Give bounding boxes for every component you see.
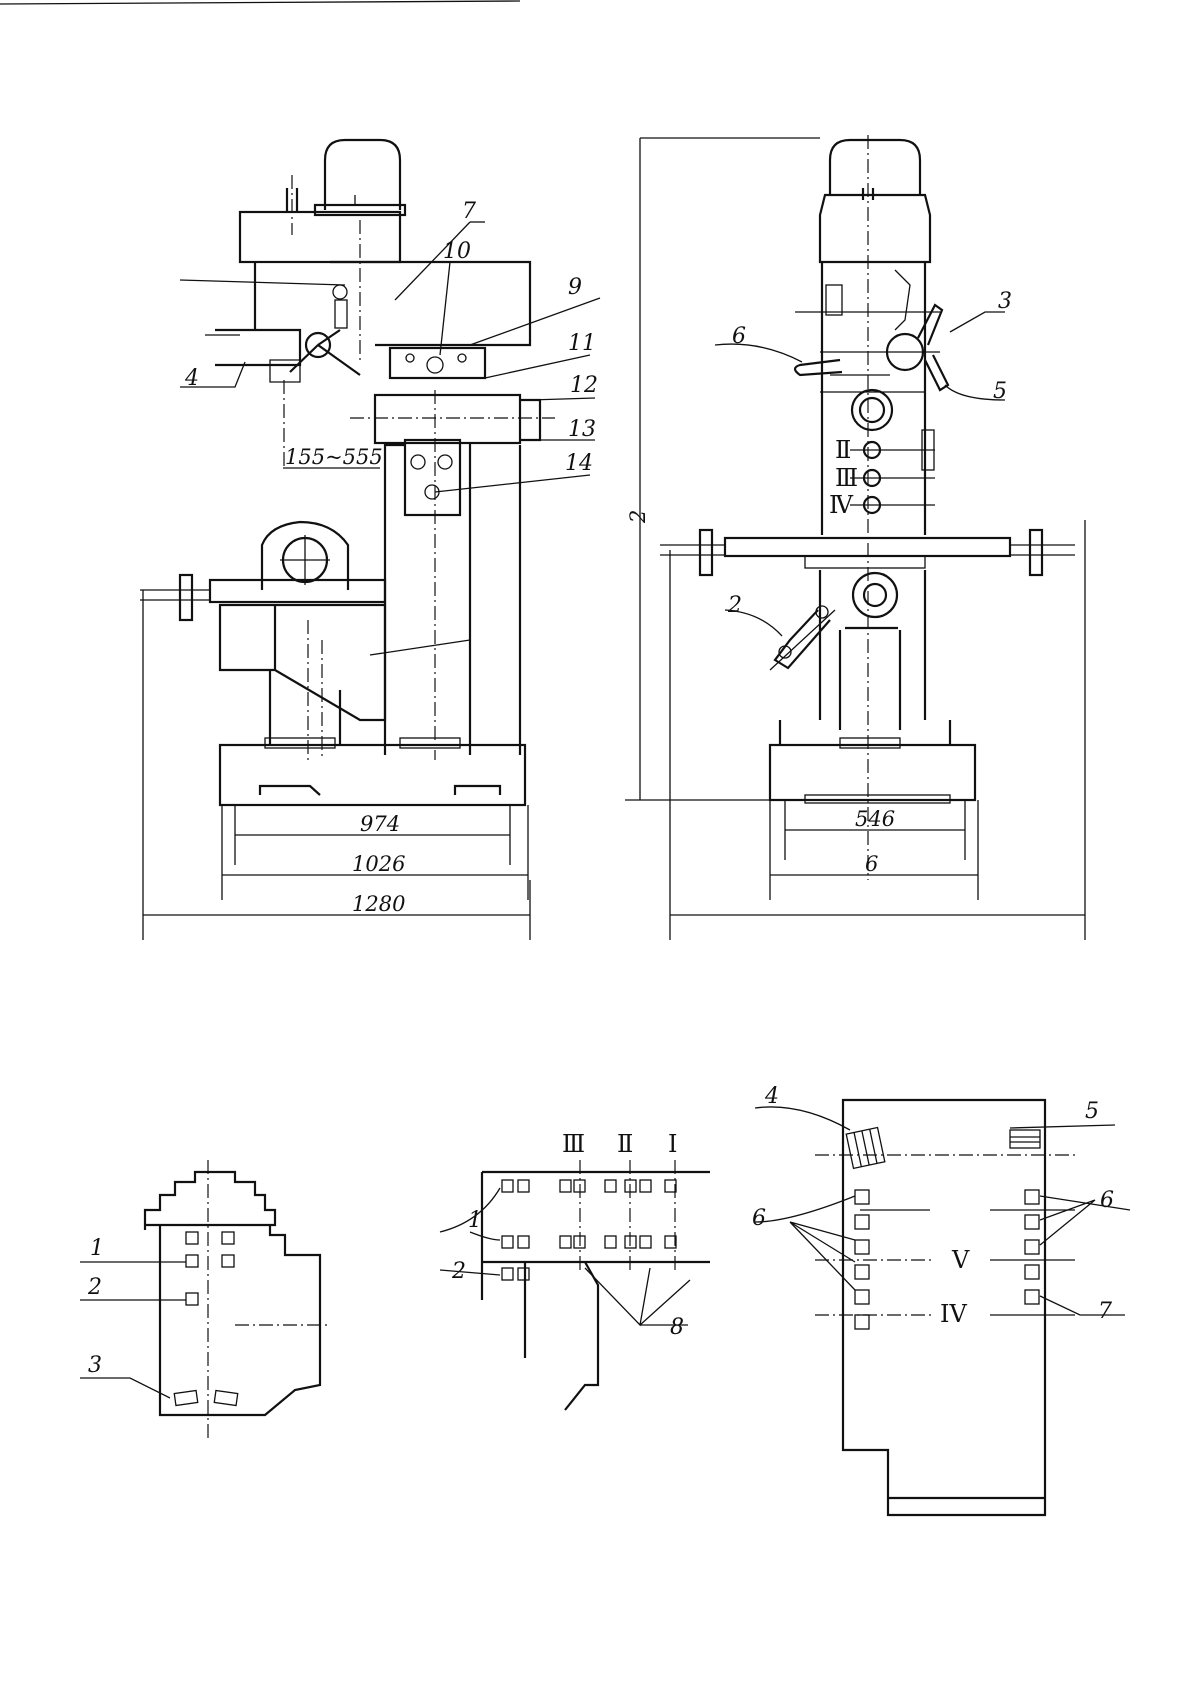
detail-right-callout-5: 5 xyxy=(1085,1099,1099,1124)
callout-5: 5 xyxy=(993,379,1007,404)
motor-housing xyxy=(325,140,400,210)
callout-3: 3 xyxy=(998,289,1012,314)
dimension-6: 6 xyxy=(865,852,878,876)
detail-right-position-5: V xyxy=(951,1246,970,1274)
callout-11: 11 xyxy=(568,331,596,356)
detail-right-callout-7: 7 xyxy=(1098,1299,1112,1324)
callout-9: 9 xyxy=(568,275,582,300)
dimension-546: 546 xyxy=(855,807,895,831)
detail-left-callout-2: 2 xyxy=(87,1275,102,1300)
callout-4: 4 xyxy=(184,366,199,391)
detail-middle-column-3: Ⅲ xyxy=(562,1130,585,1158)
gear-position-2: Ⅱ xyxy=(835,436,851,464)
machine-base xyxy=(220,745,525,805)
callout-14: 14 xyxy=(565,451,593,476)
callout-12: 12 xyxy=(570,373,598,398)
callout-13: 13 xyxy=(568,417,596,442)
detail-right-callout-6a: 6 xyxy=(752,1206,766,1231)
dimension-1026: 1026 xyxy=(352,852,405,876)
detail-right-position-4: IV xyxy=(940,1300,967,1328)
travel-dimension: 155~555 xyxy=(285,445,383,469)
detail-middle-column-2: Ⅱ xyxy=(617,1130,633,1158)
detail-right-callout-6b: 6 xyxy=(1100,1188,1114,1213)
dimension-1280: 1280 xyxy=(352,892,405,916)
callout-10: 10 xyxy=(443,239,471,264)
side-motor-housing xyxy=(830,140,920,195)
detail-middle-callout-1: 1 xyxy=(468,1208,482,1233)
callout-2: 2 xyxy=(727,593,742,618)
callout-7: 7 xyxy=(462,199,476,224)
spindle-head xyxy=(240,212,400,262)
detail-middle-callout-8: 8 xyxy=(670,1315,684,1340)
detail-left-view xyxy=(80,1160,330,1440)
detail-left-callout-3: 3 xyxy=(88,1353,102,1378)
detail-middle-callout-2: 2 xyxy=(451,1259,466,1284)
knee-handwheel xyxy=(853,573,897,617)
detail-middle-view xyxy=(440,1160,710,1410)
side-dial xyxy=(852,390,892,430)
gear-position-3: Ⅲ xyxy=(835,464,858,492)
height-dimension: 2 xyxy=(626,510,650,524)
dimension-974: 974 xyxy=(360,812,400,836)
ram xyxy=(375,395,520,443)
callout-6: 6 xyxy=(732,324,746,349)
gear-position-4: Ⅳ xyxy=(829,491,854,519)
detail-middle-column-1: Ⅰ xyxy=(668,1130,677,1158)
side-base xyxy=(770,745,975,800)
detail-right-callout-4: 4 xyxy=(764,1084,779,1109)
sheet-edge-line xyxy=(0,1,520,4)
detail-left-callout-1: 1 xyxy=(90,1236,104,1261)
